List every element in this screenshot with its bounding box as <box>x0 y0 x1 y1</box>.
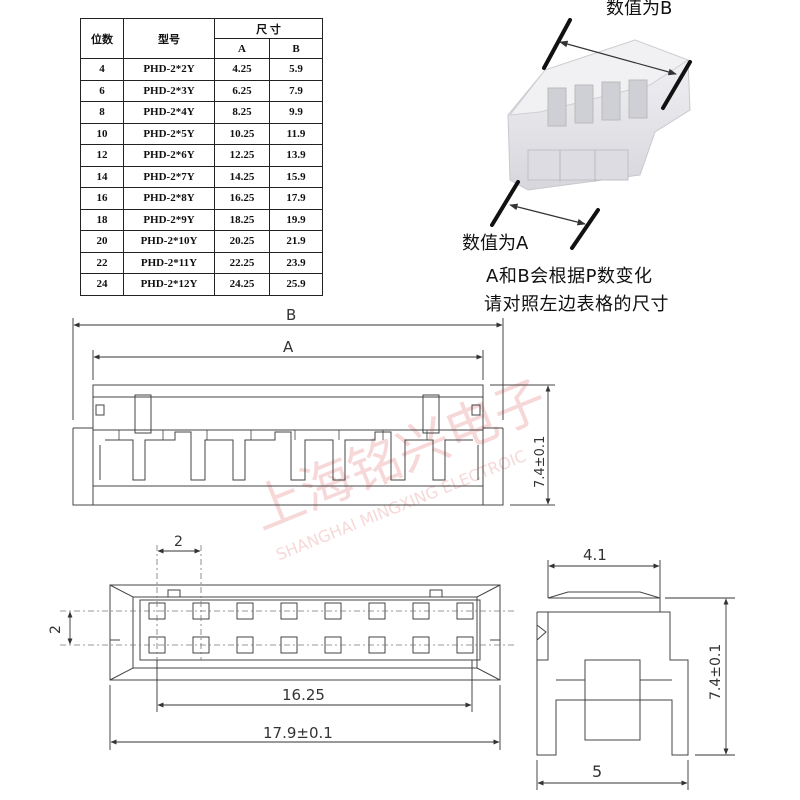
side-view-dimensions <box>536 560 735 790</box>
cell-positions: 8 <box>80 101 124 124</box>
row-pitch-label: 2 <box>48 625 64 634</box>
value-a-label: 数值为A <box>462 233 529 254</box>
side-bottom-label: 5 <box>592 762 602 781</box>
cell-b: 9.9 <box>269 101 323 124</box>
value-b-label: 数值为B <box>606 0 673 19</box>
cell-b: 7.9 <box>269 79 323 102</box>
cell-a: 6.25 <box>214 79 270 102</box>
header-model: 型号 <box>123 18 215 59</box>
cell-model: PHD-2*2Y <box>123 58 215 81</box>
cell-model: PHD-2*7Y <box>123 165 215 188</box>
cell-model: PHD-2*4Y <box>123 101 215 124</box>
cell-a: 14.25 <box>214 165 270 188</box>
cell-positions: 4 <box>80 58 124 81</box>
top-view-dimensions <box>67 548 501 750</box>
top-view-pins <box>148 602 474 654</box>
header-col-b: B <box>269 38 323 59</box>
cell-model: PHD-2*10Y <box>123 230 215 253</box>
photo-arrows <box>509 40 677 226</box>
outer-width-label: 17.9±0.1 <box>263 724 333 742</box>
note-line-2: 请对照左边表格的尺寸 <box>484 294 669 315</box>
header-positions: 位数 <box>80 18 124 59</box>
cell-b: 5.9 <box>269 58 323 81</box>
inner-width-label: 16.25 <box>282 686 325 704</box>
side-height-label: 7.4±0.1 <box>708 644 724 700</box>
dim-b-label: B <box>286 306 296 324</box>
side-view <box>536 591 689 756</box>
connector-photo <box>507 39 691 191</box>
side-top-label: 4.1 <box>583 546 607 564</box>
header-col-a: A <box>214 38 270 59</box>
photo-dimension-lines <box>490 18 692 250</box>
cell-model: PHD-2*5Y <box>123 122 215 145</box>
front-dimensions <box>73 322 551 505</box>
note-line-1: A和B会根据P数变化 <box>486 266 653 287</box>
top-view <box>109 584 501 681</box>
cell-model: PHD-2*6Y <box>123 144 215 167</box>
dim-a-label: A <box>283 338 294 356</box>
cell-model: PHD-2*12Y <box>123 273 215 296</box>
cell-a: 8.25 <box>214 101 270 124</box>
top-view-centerlines <box>60 545 515 660</box>
cell-a: 22.25 <box>214 251 270 274</box>
front-height-label: 7.4±0.1 <box>533 436 548 488</box>
cell-b: 25.9 <box>269 273 323 296</box>
cell-a: 4.25 <box>214 58 270 81</box>
cell-a: 16.25 <box>214 187 270 210</box>
pitch-label: 2 <box>174 534 183 550</box>
cell-model: PHD-2*3Y <box>123 79 215 102</box>
front-view <box>72 318 555 506</box>
cell-b: 23.9 <box>269 251 323 274</box>
